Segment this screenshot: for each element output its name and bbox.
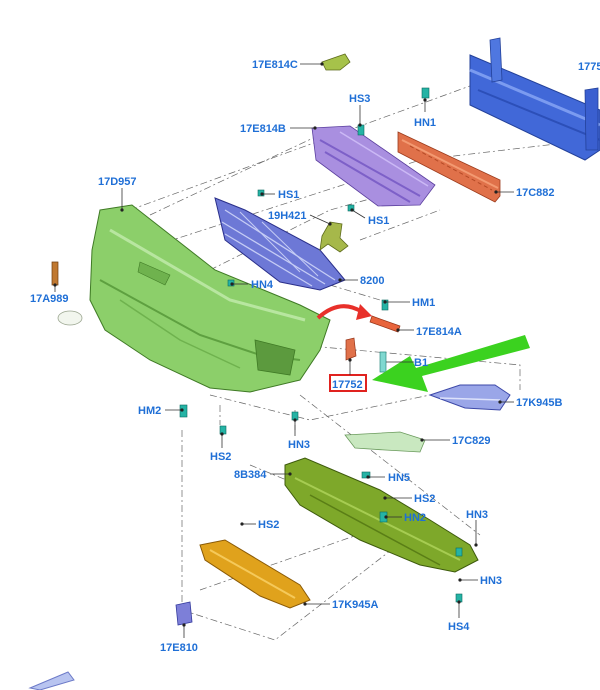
label-hm2[interactable]: HM2 xyxy=(138,405,161,417)
label-hn4[interactable]: HN4 xyxy=(251,279,274,291)
label-17e814b[interactable]: 17E814B xyxy=(240,123,286,135)
label-17c882[interactable]: 17C882 xyxy=(516,187,555,199)
label-8b384[interactable]: 8B384 xyxy=(234,469,267,481)
label-hn3-top[interactable]: HN3 xyxy=(466,509,488,521)
air-deflector-17k945b[interactable] xyxy=(428,384,511,411)
lower-shield-17k945a[interactable] xyxy=(199,539,311,609)
leader-lines xyxy=(53,62,514,638)
energy-absorber[interactable] xyxy=(397,131,501,203)
label-hs2-lower[interactable]: HS2 xyxy=(258,519,279,531)
label-b1[interactable]: B1 xyxy=(414,357,428,369)
clip-hm1[interactable] xyxy=(381,299,389,311)
bracket-17a989[interactable] xyxy=(51,261,59,286)
label-17e814a[interactable]: 17E814A xyxy=(416,326,462,338)
label-17e810[interactable]: 17E810 xyxy=(160,642,198,654)
label-hs1-top[interactable]: HS1 xyxy=(278,189,299,201)
label-hn5[interactable]: HN5 xyxy=(388,472,410,484)
clip-hs3[interactable] xyxy=(357,124,365,136)
label-hn2[interactable]: HN2 xyxy=(404,512,426,524)
label-hn3-mid[interactable]: HN3 xyxy=(288,439,310,451)
bracket-17e814c[interactable] xyxy=(321,53,351,71)
label-17752[interactable]: 17752 xyxy=(332,379,363,391)
label-hs2-right[interactable]: HS2 xyxy=(414,493,435,505)
label-hs2-left[interactable]: HS2 xyxy=(210,451,231,463)
upper-grille[interactable] xyxy=(311,125,436,207)
label-hn1[interactable]: HN1 xyxy=(414,117,436,129)
clip-hm2[interactable] xyxy=(179,404,188,418)
retainer-b1[interactable] xyxy=(379,351,387,373)
highlight-box xyxy=(329,374,367,392)
label-hs4[interactable]: HS4 xyxy=(448,621,470,633)
fog-lamp-cover[interactable] xyxy=(57,310,83,326)
label-1775-partial[interactable]: 1775 xyxy=(578,61,600,73)
bracket-17e814a[interactable] xyxy=(369,315,401,333)
label-hm1[interactable]: HM1 xyxy=(412,297,435,309)
label-17e814c[interactable]: 17E814C xyxy=(252,59,298,71)
label-17k945a[interactable]: 17K945A xyxy=(332,599,379,611)
lower-grille-8200[interactable] xyxy=(214,197,346,291)
clip-hn5[interactable] xyxy=(361,471,371,479)
bumper-cover-17d957[interactable] xyxy=(89,204,331,393)
clip-hn3b[interactable] xyxy=(455,547,463,557)
label-8200[interactable]: 8200 xyxy=(360,275,384,287)
label-17d957[interactable]: 17D957 xyxy=(98,176,137,188)
bracket-17752[interactable] xyxy=(345,337,357,361)
label-hs1-right[interactable]: HS1 xyxy=(368,215,389,227)
bracket-17e810[interactable] xyxy=(175,601,193,626)
label-hs3[interactable]: HS3 xyxy=(349,93,370,105)
clip-hn1[interactable] xyxy=(421,87,430,99)
label-17k945b[interactable]: 17K945B xyxy=(516,397,563,409)
label-hn3-lower[interactable]: HN3 xyxy=(480,575,502,587)
view-direction-icon xyxy=(28,671,75,690)
bracket-19h421[interactable] xyxy=(319,221,349,253)
green-arrow-icon xyxy=(372,335,530,392)
red-curved-arrow-icon xyxy=(316,304,372,320)
label-17a989[interactable]: 17A989 xyxy=(30,293,69,305)
trim-strip-17c829[interactable] xyxy=(344,431,426,453)
bumper-reinforcement[interactable] xyxy=(469,37,600,161)
label-19h421[interactable]: 19H421 xyxy=(268,210,307,222)
label-17c829[interactable]: 17C829 xyxy=(452,435,491,447)
part-labels: 17E814C 1775 HS3 HN1 17E814B 17C882 17D9… xyxy=(30,59,600,654)
